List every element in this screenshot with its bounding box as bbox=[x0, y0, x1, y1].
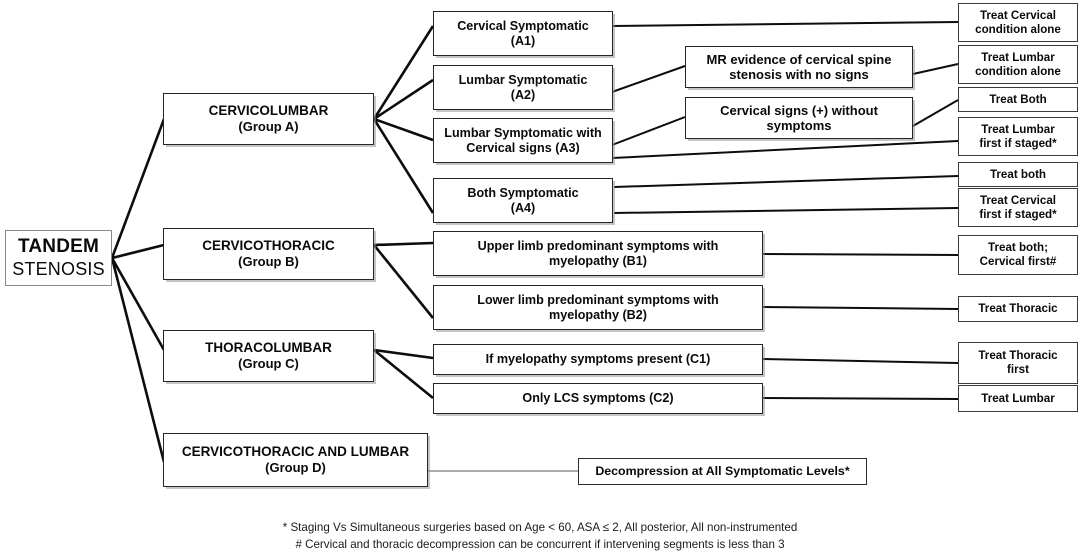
edge-B1-to-O7 bbox=[762, 253, 959, 256]
condition-node-mr-evidence[interactable]: MR evidence of cervical spine stenosis w… bbox=[685, 46, 913, 88]
decompression-label: Decompression at All Symptomatic Levels* bbox=[595, 464, 850, 479]
edge-groupC-to-C1 bbox=[373, 348, 434, 360]
group-node-d[interactable]: CERVICOTHORACIC AND LUMBAR (Group D) bbox=[163, 433, 428, 487]
subtype-node-a4[interactable]: Both Symptomatic (A4) bbox=[433, 178, 613, 223]
outcome-node-decompression[interactable]: Decompression at All Symptomatic Levels* bbox=[578, 458, 867, 485]
outcome-o4-line-1: Treat Lumbar bbox=[981, 122, 1055, 136]
outcome-o7-line-2: Cervical first# bbox=[979, 255, 1057, 268]
outcome-o7-line-1: Treat both; bbox=[988, 241, 1048, 255]
outcome-o9-line-2: first bbox=[1007, 363, 1029, 376]
subtype-c1-line-1: If myelopathy symptoms present (C1) bbox=[485, 352, 711, 367]
outcome-node-o5[interactable]: Treat both bbox=[958, 162, 1078, 187]
outcome-o2-line-2: condition alone bbox=[975, 64, 1061, 78]
edge-A4-to-O6 bbox=[613, 207, 959, 214]
condition-mr-line-2: stenosis with no signs bbox=[729, 67, 869, 82]
outcome-node-o4[interactable]: Treat Lumbar first if staged* bbox=[958, 117, 1078, 156]
outcome-node-o6[interactable]: Treat Cervical first if staged* bbox=[958, 188, 1078, 227]
edge-groupC-to-C2 bbox=[373, 348, 434, 400]
subtype-a3-line-2: Cervical signs (A3) bbox=[466, 140, 580, 155]
subtype-b1-line-2: myelopathy (B1) bbox=[549, 253, 647, 268]
footnotes: * Staging Vs Simultaneous surgeries base… bbox=[0, 520, 1080, 554]
outcome-o6-line-2: first if staged* bbox=[979, 207, 1057, 221]
outcome-node-o1[interactable]: Treat Cervical condition alone bbox=[958, 3, 1078, 42]
outcome-node-o2[interactable]: Treat Lumbar condition alone bbox=[958, 45, 1078, 84]
edge-groupA-to-A1 bbox=[372, 25, 435, 120]
subtype-b2-line-1: Lower limb predominant symptoms with bbox=[477, 292, 719, 307]
edge-A3-to-O4 bbox=[611, 140, 959, 159]
edge-groupB-to-B2 bbox=[372, 244, 435, 319]
group-node-b[interactable]: CERVICOTHORACIC (Group B) bbox=[163, 228, 374, 280]
outcome-node-o7[interactable]: Treat both; Cervical first# bbox=[958, 235, 1078, 275]
edge-root-to-groupB bbox=[111, 243, 165, 260]
outcome-o3-line-1: Treat Both bbox=[989, 92, 1047, 106]
subtype-node-b1[interactable]: Upper limb predominant symptoms with mye… bbox=[433, 231, 763, 276]
edge-groupA-to-A3 bbox=[373, 117, 434, 142]
group-a-name: CERVICOLUMBAR bbox=[208, 103, 329, 119]
subtype-a4-line-1: Both Symptomatic bbox=[467, 185, 579, 200]
outcome-o1-line-2: condition alone bbox=[975, 22, 1061, 36]
group-a-label: (Group A) bbox=[238, 119, 299, 135]
group-node-c[interactable]: THORACOLUMBAR (Group C) bbox=[163, 330, 374, 382]
edge-root-to-groupD bbox=[110, 257, 166, 463]
subtype-a2-line-1: Lumbar Symptomatic bbox=[458, 72, 588, 87]
group-node-a[interactable]: CERVICOLUMBAR (Group A) bbox=[163, 93, 374, 145]
subtype-a1-line-1: Cervical Symptomatic bbox=[457, 18, 589, 33]
footnote-staging: * Staging Vs Simultaneous surgeries base… bbox=[282, 521, 798, 534]
subtype-a3-line-1: Lumbar Symptomatic with bbox=[444, 125, 602, 140]
edge-A2-to-MR bbox=[611, 65, 686, 93]
edge-SIGNS-to-O3 bbox=[912, 99, 959, 127]
root-line-1: TANDEM bbox=[17, 236, 100, 258]
edge-B2-to-O8 bbox=[762, 306, 959, 310]
subtype-a1-line-2: (A1) bbox=[510, 33, 536, 48]
condition-signs-line-1: Cervical signs (+) without bbox=[720, 102, 878, 118]
edge-root-to-groupA bbox=[110, 118, 166, 259]
subtype-node-a3[interactable]: Lumbar Symptomatic with Cervical signs (… bbox=[433, 118, 613, 163]
root-line-2: STENOSIS bbox=[12, 258, 105, 279]
outcome-o4-line-2: first if staged* bbox=[979, 136, 1057, 150]
edge-MR-to-O2 bbox=[912, 63, 959, 75]
group-c-name: THORACOLUMBAR bbox=[205, 340, 332, 356]
subtype-b2-line-2: myelopathy (B2) bbox=[549, 307, 647, 322]
outcome-o6-line-1: Treat Cervical bbox=[979, 193, 1057, 207]
edge-root-to-groupC bbox=[110, 257, 166, 351]
subtype-a2-line-2: (A2) bbox=[510, 87, 536, 102]
subtype-a4-line-2: (A4) bbox=[510, 200, 536, 215]
condition-node-cervical-signs[interactable]: Cervical signs (+) without symptoms bbox=[685, 97, 913, 139]
group-b-label: (Group B) bbox=[238, 254, 299, 270]
edge-C1-to-O9 bbox=[762, 358, 959, 364]
subtype-c2-line-1: Only LCS symptoms (C2) bbox=[522, 391, 674, 406]
edge-A4-to-O5 bbox=[613, 175, 959, 188]
subtype-b1-line-1: Upper limb predominant symptoms with bbox=[477, 238, 719, 253]
outcome-o8-line-1: Treat Thoracic bbox=[978, 302, 1058, 316]
condition-signs-line-2: symptoms bbox=[766, 118, 832, 133]
subtype-node-b2[interactable]: Lower limb predominant symptoms with mye… bbox=[433, 285, 763, 330]
edge-groupA-to-A4 bbox=[372, 118, 435, 214]
group-d-name: CERVICOTHORACIC AND LUMBAR bbox=[181, 444, 410, 460]
outcome-node-o9[interactable]: Treat Thoracic first bbox=[958, 342, 1078, 384]
outcome-node-o8[interactable]: Treat Thoracic bbox=[958, 296, 1078, 322]
edge-groupB-to-B1 bbox=[373, 241, 434, 247]
outcome-o2-line-1: Treat Lumbar bbox=[981, 50, 1055, 64]
outcome-o10-line-1: Treat Lumbar bbox=[981, 391, 1055, 405]
group-b-name: CERVICOTHORACIC bbox=[202, 238, 335, 254]
subtype-node-a2[interactable]: Lumbar Symptomatic (A2) bbox=[433, 65, 613, 110]
outcome-node-o10[interactable]: Treat Lumbar bbox=[958, 385, 1078, 412]
subtype-node-a1[interactable]: Cervical Symptomatic (A1) bbox=[433, 11, 613, 56]
edge-C2-to-O10 bbox=[762, 397, 959, 400]
group-d-label: (Group D) bbox=[265, 460, 326, 476]
root-node-tandem-stenosis[interactable]: TANDEM STENOSIS bbox=[5, 230, 112, 286]
group-c-label: (Group C) bbox=[238, 356, 299, 372]
condition-mr-line-1: MR evidence of cervical spine bbox=[706, 51, 892, 67]
outcome-o9-line-1: Treat Thoracic bbox=[978, 349, 1058, 363]
edge-A1-to-O1 bbox=[611, 21, 959, 27]
footnote-concurrent: # Cervical and thoracic decompression ca… bbox=[295, 537, 785, 551]
outcome-o5-line-1: Treat both bbox=[989, 167, 1047, 181]
outcome-o1-line-1: Treat Cervical bbox=[979, 8, 1057, 22]
subtype-node-c2[interactable]: Only LCS symptoms (C2) bbox=[433, 383, 763, 414]
outcome-node-o3[interactable]: Treat Both bbox=[958, 87, 1078, 112]
subtype-node-c1[interactable]: If myelopathy symptoms present (C1) bbox=[433, 344, 763, 375]
edge-A3-to-SIGNS bbox=[611, 116, 686, 146]
edge-groupA-to-A2 bbox=[373, 78, 434, 121]
